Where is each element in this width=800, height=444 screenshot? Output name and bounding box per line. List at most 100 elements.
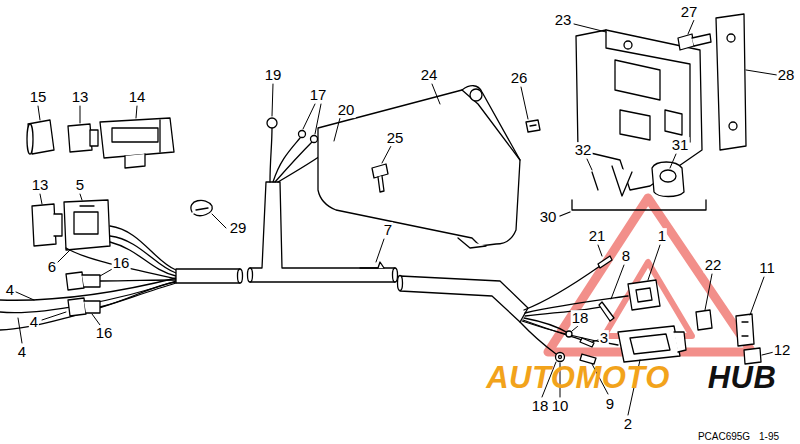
connector-parts xyxy=(27,124,33,154)
terminal-parts xyxy=(598,256,612,268)
callout-number: 28 xyxy=(777,67,796,83)
callout-number: 27 xyxy=(680,4,699,20)
callout-number: 13 xyxy=(31,177,50,193)
watermark-logo xyxy=(604,262,692,336)
leader-lines xyxy=(315,104,321,134)
watermark-text: HUB xyxy=(707,362,778,395)
callout-number: 18 xyxy=(571,310,590,326)
leader-lines xyxy=(303,104,315,129)
grommet-part xyxy=(592,172,598,190)
fastener-parts xyxy=(526,120,540,132)
fastener-parts xyxy=(372,164,388,178)
harness-wires xyxy=(520,322,556,354)
connector-parts xyxy=(90,130,98,146)
terminal-parts xyxy=(636,288,652,302)
connector-parts xyxy=(64,200,110,250)
fastener-parts xyxy=(692,34,711,46)
callout-number: 26 xyxy=(510,70,529,86)
callout-number: 10 xyxy=(551,398,570,414)
leader-lines xyxy=(334,118,340,141)
terminal-parts xyxy=(736,314,754,346)
harness-wires xyxy=(0,283,176,330)
callout-number: 12 xyxy=(773,342,792,358)
fastener-parts xyxy=(378,176,384,192)
grommet-part xyxy=(652,162,684,197)
harness-wires xyxy=(524,318,568,333)
fastener-parts xyxy=(372,120,540,192)
branch-wires xyxy=(311,136,318,143)
leader-lines xyxy=(746,70,777,75)
module-part xyxy=(458,238,486,248)
fastener-parts xyxy=(729,122,737,130)
connector-parts xyxy=(82,275,100,287)
leader-lines xyxy=(432,84,440,104)
connector-parts xyxy=(68,124,92,152)
module-part xyxy=(318,86,520,248)
leader-lines xyxy=(16,292,34,300)
drawing-date: 1-95 xyxy=(758,432,780,443)
leader-lines xyxy=(58,250,70,262)
bracket-part xyxy=(624,41,632,49)
leader-lines xyxy=(92,314,100,325)
terminal-parts xyxy=(630,334,670,354)
leader-lines xyxy=(136,106,137,118)
leader-lines xyxy=(587,159,592,170)
leader-lines xyxy=(688,20,694,34)
bracket-part xyxy=(576,30,702,190)
fastener-parts xyxy=(678,14,746,150)
callout-number: 9 xyxy=(605,396,615,412)
leader-lines xyxy=(592,340,598,342)
leader-lines xyxy=(611,265,624,299)
bracket-part xyxy=(612,166,632,196)
connector-parts xyxy=(84,301,100,313)
connector-parts xyxy=(66,272,100,316)
leader-lines xyxy=(212,214,226,228)
leader-lines xyxy=(42,312,66,320)
bracket-part xyxy=(665,110,682,135)
fastener-parts xyxy=(530,125,536,126)
connector-parts xyxy=(28,120,54,154)
callout-number: 20 xyxy=(337,102,356,118)
callout-number: 23 xyxy=(554,12,573,28)
harness-wires xyxy=(110,226,176,270)
leader-lines xyxy=(38,106,40,120)
harness-sheath xyxy=(400,276,528,322)
harness-sheath xyxy=(360,262,384,268)
callout-number: 29 xyxy=(229,220,248,236)
leader-lines xyxy=(598,245,602,256)
callout-number: 17 xyxy=(309,87,328,103)
callout-number: 31 xyxy=(671,137,690,153)
callout-number: 22 xyxy=(704,257,723,273)
branch-wires xyxy=(270,128,272,182)
callout-number: 1 xyxy=(657,228,667,244)
harness-sheath xyxy=(248,268,253,282)
leader-lines xyxy=(648,245,660,280)
drawing-code: PCAC695G xyxy=(697,432,751,443)
harness-wires xyxy=(524,266,600,310)
terminal-parts xyxy=(599,302,614,321)
callout-number: 4 xyxy=(5,282,15,298)
callout-number: 25 xyxy=(386,130,405,146)
terminal-parts xyxy=(556,353,565,362)
harness-wires xyxy=(520,266,628,354)
terminal-parts xyxy=(674,332,686,352)
harness-wires xyxy=(100,282,176,307)
callout-number: 7 xyxy=(383,222,393,238)
branch-wires xyxy=(267,118,277,128)
connector-parts xyxy=(32,204,56,246)
callout-number: 4 xyxy=(29,314,39,330)
watermark-text: AUTOMOTO xyxy=(485,362,671,395)
group-bracket xyxy=(560,212,570,216)
connector-parts xyxy=(66,272,84,290)
terminal-parts xyxy=(618,326,680,362)
harness-sheath xyxy=(398,276,403,291)
leader-lines xyxy=(574,24,606,32)
connector-parts xyxy=(100,118,174,158)
branch-wires xyxy=(299,131,306,138)
connector-parts xyxy=(112,128,158,142)
connector-parts xyxy=(125,154,145,168)
callout-number: 2 xyxy=(623,416,633,432)
harness-wires xyxy=(525,306,604,316)
branch-wires xyxy=(275,142,312,182)
